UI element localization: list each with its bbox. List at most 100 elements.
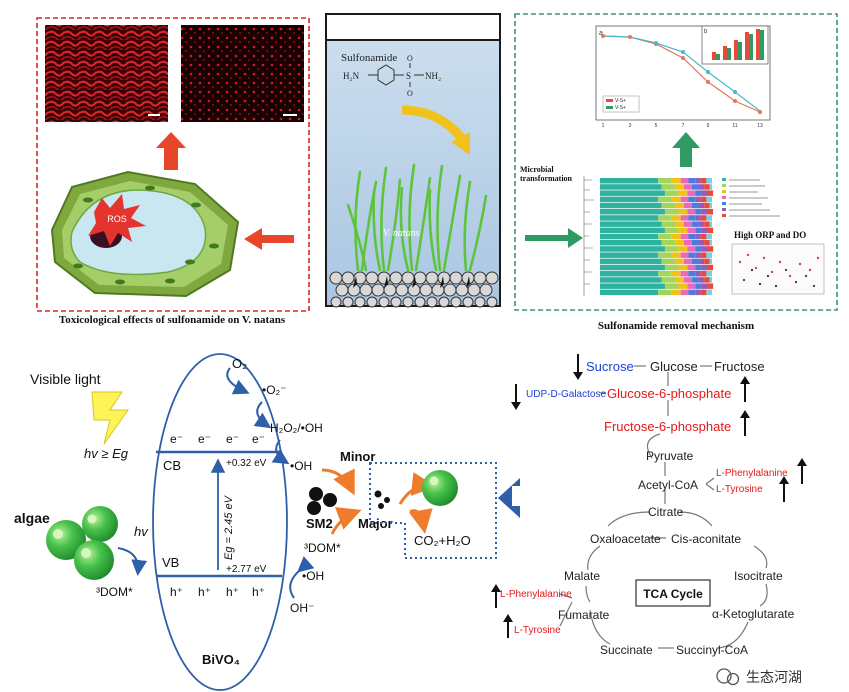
taxonomy-bar-segment — [704, 184, 710, 190]
taxonomy-bar-segment — [600, 209, 665, 215]
plant-cell: ROS — [50, 170, 240, 298]
taxonomy-bar-segment — [680, 233, 689, 240]
v-natans-label: V. natans — [383, 228, 420, 239]
svg-text:O: O — [407, 89, 413, 98]
citrate-label: Citrate — [648, 505, 684, 519]
taxonomy-bar-segment — [707, 190, 714, 196]
photocatalysis-panel: Visible light hv ≥ Eg algae hv ³DOM* Eg … — [14, 353, 520, 691]
taxonomy-bar-segment — [684, 277, 692, 283]
taxonomy-bar-segment — [671, 178, 681, 184]
taxonomy-bar-segment — [691, 221, 699, 227]
vb-ev-label: +2.77 eV — [226, 564, 267, 575]
taxonomy-bar-segment — [680, 215, 689, 221]
svg-text:a: a — [599, 30, 603, 37]
electron: e⁻ — [252, 432, 265, 446]
svg-text:O: O — [407, 54, 413, 63]
microbial-label-2: transformation — [520, 174, 573, 183]
taxonomy-bar-segment — [700, 178, 707, 184]
algae-cells — [46, 506, 118, 580]
tca-cycle-label: TCA Cycle — [643, 587, 703, 601]
taxonomy-bar-segment — [687, 246, 696, 252]
taxonomy-bar-segment — [707, 209, 714, 215]
taxonomy-bar-segment — [687, 209, 696, 215]
red-left-arrow — [244, 228, 294, 250]
algae-cell-small — [422, 470, 458, 506]
o2-label: O₂ — [232, 356, 247, 371]
taxonomy-bar-segment — [700, 252, 707, 258]
taxonomy-bar-segment — [688, 196, 696, 203]
succinyl-coa-label: Succinyl-CoA — [676, 643, 748, 657]
sm2-molecules — [307, 487, 337, 515]
products-box — [369, 462, 497, 559]
tyr-top-label: L-Tyrosine — [716, 484, 763, 495]
taxonomy-bar-segment — [680, 271, 689, 277]
taxonomy-bar-segment — [704, 277, 710, 283]
taxonomy-bar-segment — [671, 289, 681, 296]
taxonomy-bar-segment — [700, 215, 707, 221]
micrograph-left — [45, 25, 168, 122]
taxonomy-bar-segment — [658, 233, 672, 240]
succinate-label: Succinate — [600, 643, 653, 657]
taxonomy-bar-segment — [658, 196, 672, 203]
taxonomy-bar-segment — [671, 271, 681, 277]
hole: h⁺ — [198, 585, 211, 599]
malate-label: Malate — [564, 569, 600, 583]
taxonomy-bar-segment — [698, 277, 705, 283]
sulfonamide-structure — [368, 63, 424, 87]
taxonomy-bar-segment — [671, 233, 681, 240]
hole: h⁺ — [226, 585, 239, 599]
taxonomy-bar-segment — [687, 190, 696, 196]
microbial-label-1: Microbial — [520, 165, 554, 174]
taxonomy-bar-segment — [700, 271, 707, 277]
fructose-label: Fructose — [714, 359, 765, 374]
blue-left-arrow — [498, 478, 520, 518]
taxonomy-bar-segment — [678, 190, 688, 196]
taxonomy-bar-segment — [701, 264, 708, 271]
algae-label: algae — [14, 510, 50, 526]
taxonomy-bar-segment — [600, 283, 665, 289]
tank-panel: Sulfonamide H₂N S O O NH₂ V. natans — [325, 13, 501, 308]
lightning-icon — [91, 391, 129, 445]
taxonomy-bar-segment — [684, 258, 692, 265]
taxonomy-bar-segment — [709, 202, 712, 209]
svg-text:9: 9 — [707, 123, 710, 129]
taxonomy-bar-segment — [658, 289, 672, 296]
taxonomy-bar-segment — [600, 240, 662, 246]
phyla-legend — [722, 178, 780, 217]
dom-left-label: ³DOM* — [96, 585, 133, 599]
taxonomy-bar-segment — [678, 209, 688, 215]
taxonomy-bar-segment — [687, 264, 696, 271]
taxonomy-bar-segment — [671, 196, 681, 203]
taxonomy-bar-segment — [687, 227, 696, 234]
taxonomy-bar-segment — [695, 289, 701, 296]
taxonomy-bar-segment — [600, 252, 659, 258]
taxonomy-bar-segment — [707, 283, 714, 289]
taxonomy-bar-segment — [675, 258, 684, 265]
taxonomy-bar-segment — [707, 264, 714, 271]
taxonomy-bar-segment — [661, 258, 676, 265]
taxonomy-bar-segment — [661, 221, 676, 227]
taxonomy-bar-segment — [678, 246, 688, 252]
taxonomy-bar-segment — [680, 252, 689, 258]
taxonomy-bar-segment — [704, 202, 710, 209]
electron: e⁻ — [226, 432, 239, 446]
taxonomy-bar-segment — [706, 233, 712, 240]
taxonomy-bar-segment — [701, 209, 708, 215]
taxonomy-bar-segment — [709, 221, 712, 227]
sediment — [329, 271, 499, 308]
taxonomy-bar-segment — [691, 202, 699, 209]
svg-text:3: 3 — [629, 123, 632, 129]
taxonomy-bar-segment — [688, 178, 696, 184]
water-tank — [325, 13, 501, 307]
right-caption: Sulfonamide removal mechanism — [598, 320, 754, 332]
taxonomy-bar-segment — [695, 252, 701, 258]
eg-label: Eg = 2.45 eV — [223, 494, 235, 560]
taxonomy-bar-segment — [600, 190, 665, 196]
taxonomy-bar-segment — [658, 178, 672, 184]
taxonomy-bar-segment — [704, 258, 710, 265]
taxonomy-bar-segment — [600, 289, 659, 296]
taxonomy-bar-segment — [701, 246, 708, 252]
taxonomy-bar-segment — [600, 258, 662, 265]
green-up-arrow — [672, 132, 700, 167]
taxonomy-bar-segment — [600, 184, 662, 190]
